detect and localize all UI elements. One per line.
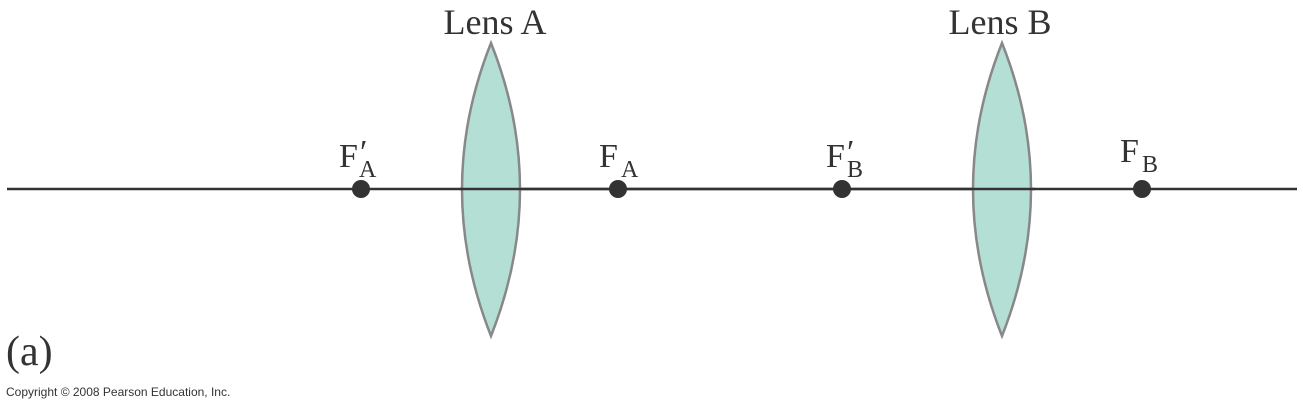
focal-label-prime: ′ (360, 134, 367, 171)
focal-label-main: F (599, 138, 618, 175)
focal-point-b (1133, 180, 1151, 198)
copyright-notice: Copyright © 2008 Pearson Education, Inc. (6, 385, 230, 399)
focal-label-prime: ′ (847, 134, 854, 171)
focal-label-a-prime: F ′ A (339, 134, 377, 183)
focal-label-subscript: A (621, 157, 639, 183)
focal-label-main: F (826, 138, 845, 175)
lens-b-label: Lens B (949, 2, 1052, 42)
focal-label-subscript: B (847, 157, 863, 183)
panel-label: (a) (6, 329, 53, 375)
focal-label-a: F A (599, 138, 639, 183)
focal-label-main: F (339, 138, 358, 175)
focal-label-b: F B (1120, 133, 1158, 178)
focal-label-b-prime: F ′ B (826, 134, 863, 183)
focal-point-b-prime (833, 180, 851, 198)
focal-point-a (609, 180, 627, 198)
focal-label-main: F (1120, 133, 1139, 170)
focal-point-a-prime (352, 180, 370, 198)
lens-a-label: Lens A (444, 2, 547, 42)
focal-label-subscript: B (1142, 152, 1158, 178)
focal-label-subscript: A (359, 157, 377, 183)
